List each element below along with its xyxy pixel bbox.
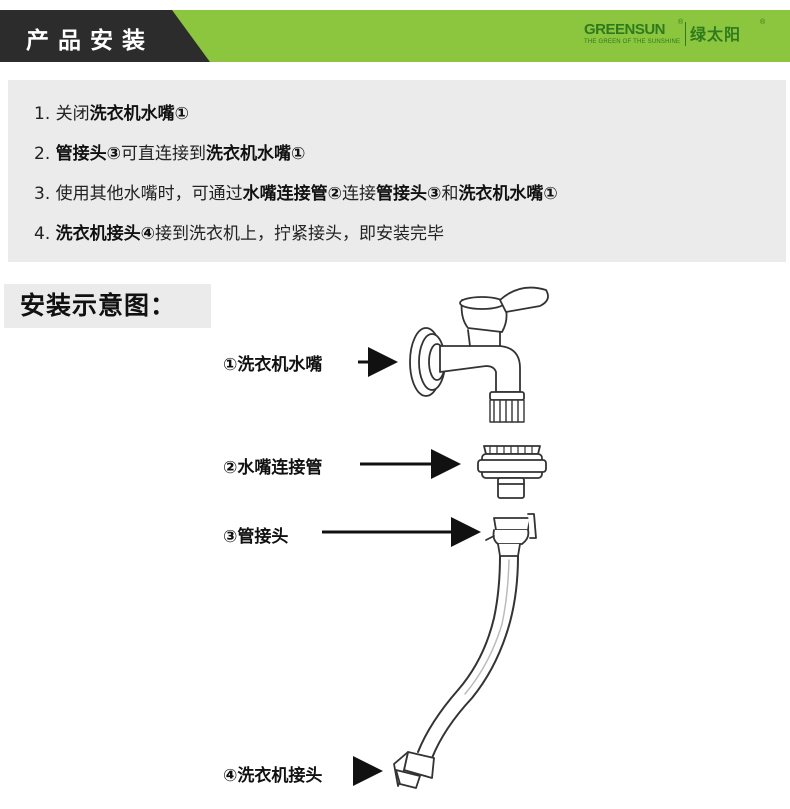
step-2: 2. 管接头③可直连接到洗衣机水嘴① [34, 139, 305, 164]
label-pipe-joint: ③管接头 [223, 527, 289, 547]
header-banner: 产品安装 GREENSUN ® THE GREEN OF THE SUNSHIN… [0, 10, 790, 62]
step-text-bold: 洗衣机水嘴① [206, 144, 306, 164]
step-text: 连接 [342, 184, 377, 204]
step-text-bold: 管接头③ [376, 184, 442, 204]
step-text: 使用其他水嘴时，可通过 [55, 184, 243, 204]
pipe-joint-drawing [485, 513, 537, 557]
header-title-block [0, 10, 210, 62]
connector-pipe-drawing [477, 445, 547, 499]
installation-steps: 1. 关闭洗衣机水嘴① 2. 管接头③可直连接到洗衣机水嘴① 3. 使用其他水嘴… [8, 80, 786, 262]
label-faucet: ①洗衣机水嘴 [223, 355, 323, 375]
registered-mark: ® [678, 19, 684, 26]
step-text-bold: 洗衣机水嘴① [89, 104, 190, 124]
step-1: 1. 关闭洗衣机水嘴① [34, 99, 189, 124]
washer-joint-drawing [393, 751, 435, 789]
hose-drawing [417, 555, 519, 759]
step-text-bold: 管接头③ [55, 144, 122, 164]
brand-tagline: THE GREEN OF THE SUNSHINE [584, 39, 681, 45]
step-number: 1. [34, 104, 56, 124]
step-number: 4. [34, 224, 56, 244]
step-text: 关闭 [55, 104, 90, 124]
step-3: 3. 使用其他水嘴时，可通过水嘴连接管②连接管接头③和洗衣机水嘴① [34, 179, 558, 204]
step-number: 3. [34, 184, 56, 204]
page-title: 产品安装 [26, 28, 154, 54]
faucet-drawing [409, 286, 549, 423]
step-text: 和 [441, 184, 459, 204]
step-4: 4. 洗衣机接头④接到洗衣机上，拧紧接头，即安装完毕 [34, 219, 444, 244]
step-text-bold: 洗衣机水嘴① [458, 184, 558, 204]
brand-separator [685, 22, 686, 46]
label-washer-joint: ④洗衣机接头 [223, 766, 323, 786]
brand-name-cn: 绿太阳 [690, 25, 742, 44]
label-connector-pipe: ②水嘴连接管 [223, 458, 323, 478]
step-number: 2. [34, 144, 56, 164]
registered-mark-cn: ® [760, 19, 766, 26]
diagram-title: 安装示意图： [4, 284, 211, 328]
callout-arrows [322, 347, 481, 786]
brand-name-en: GREENSUN [584, 21, 666, 38]
brand-logo: GREENSUN ® THE GREEN OF THE SUNSHINE 绿太阳… [584, 19, 774, 53]
step-text-bold: 水嘴连接管② [242, 184, 343, 204]
step-text: 接到洗衣机上，拧紧接头，即安装完毕 [155, 224, 445, 244]
step-text: 可直连接到 [121, 144, 207, 164]
step-text-bold: 洗衣机接头④ [55, 224, 156, 244]
